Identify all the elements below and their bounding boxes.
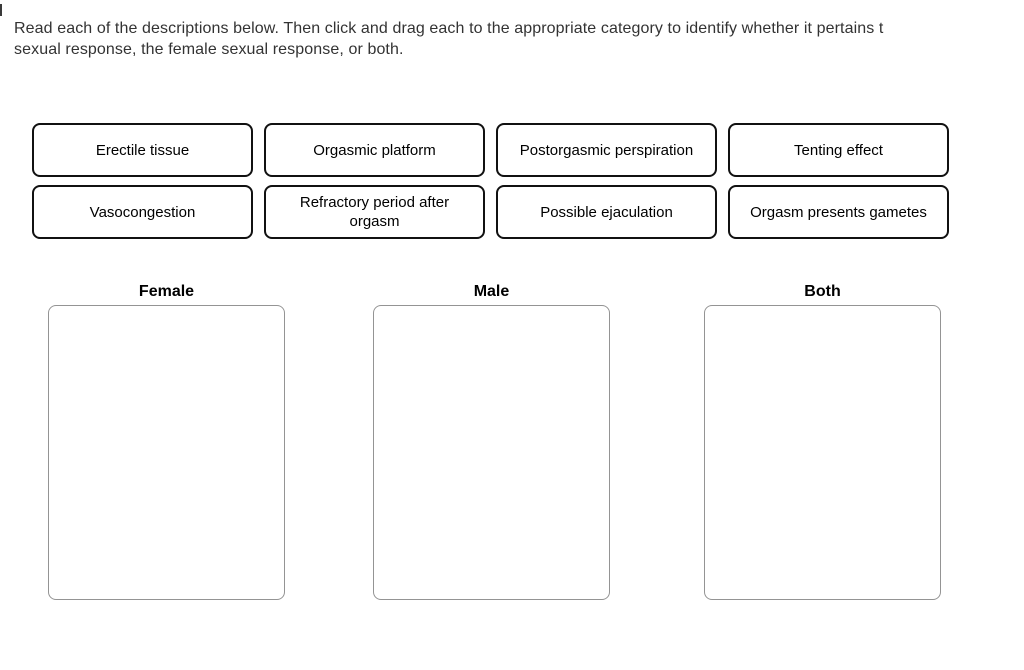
draggable-item-orgasmic-platform[interactable]: Orgasmic platform [264,123,485,177]
draggable-item-postorgasmic-perspiration[interactable]: Postorgasmic perspiration [496,123,717,177]
category-female: Female [48,283,285,600]
draggable-item-refractory-period[interactable]: Refractory period after orgasm [264,185,485,239]
draggable-item-erectile-tissue[interactable]: Erectile tissue [32,123,253,177]
drop-zone-both[interactable] [704,305,941,600]
instructions-line-2: sexual response, the female sexual respo… [14,41,404,58]
draggable-item-tenting-effect[interactable]: Tenting effect [728,123,949,177]
category-both-label: Both [804,283,841,300]
draggable-item-vasocongestion[interactable]: Vasocongestion [32,185,253,239]
instructions-line-1: Read each of the descriptions below. The… [14,20,884,37]
category-male: Male [373,283,610,600]
left-edge-mark [0,4,2,16]
category-male-label: Male [473,283,510,300]
drop-zone-male[interactable] [373,305,610,600]
draggable-item-orgasm-presents-gametes[interactable]: Orgasm presents gametes [728,185,949,239]
category-both: Both [704,283,941,600]
draggable-item-possible-ejaculation[interactable]: Possible ejaculation [496,185,717,239]
draggable-items-tray: Erectile tissue Orgasmic platform Postor… [32,123,949,239]
category-female-label: Female [138,283,195,300]
instructions: Read each of the descriptions below. The… [14,18,1024,60]
drop-zone-female[interactable] [48,305,285,600]
